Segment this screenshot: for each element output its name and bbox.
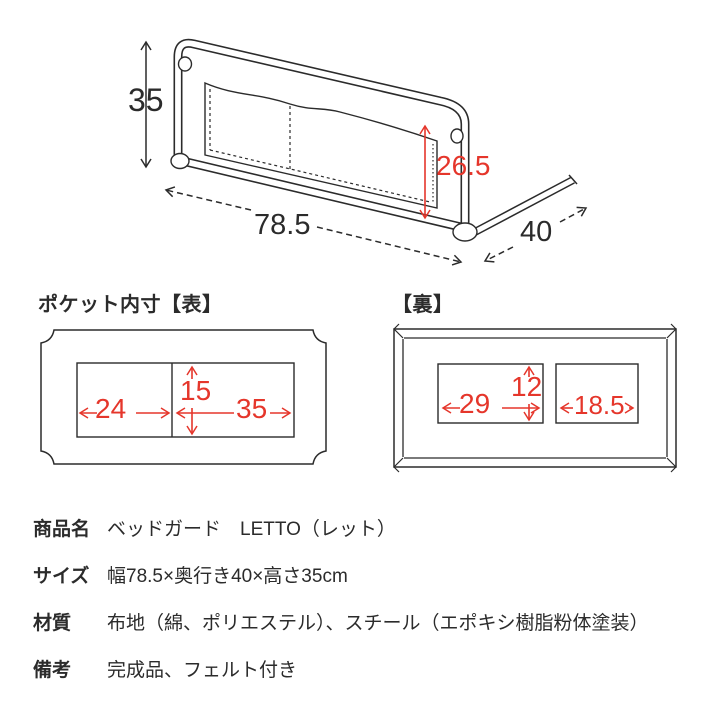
- front-left-width-label: 24: [95, 393, 127, 424]
- spec-value: 完成品、フェルト付き: [107, 660, 298, 681]
- spec-label: 材質: [33, 613, 72, 634]
- spec-row-material: 材質 布地（綿、ポリエステル）、スチール（エポキシ樹脂粉体塗装）: [33, 611, 693, 637]
- width-dimension-label: 78.5: [254, 209, 311, 241]
- spec-value: 幅78.5×奥行き40×高さ35cm: [107, 566, 348, 587]
- spec-label: サイズ: [33, 566, 90, 587]
- width-78-5-arrow: [164, 186, 463, 266]
- spec-label: 商品名: [33, 519, 91, 540]
- frame-fittings: [170, 56, 478, 242]
- front-right-width-label: 35: [236, 393, 268, 424]
- pocket-front-diagram: [40, 329, 327, 465]
- spec-value: ベッドガード LETTO（レット）: [107, 519, 396, 540]
- back-right-width-label: 18.5: [574, 390, 625, 420]
- pocket-front-title: ポケット内寸【表】: [38, 294, 223, 316]
- pocket-back-title: 【裏】: [392, 294, 454, 316]
- spec-row-product-name: 商品名 ベッドガード LETTO（レット）: [33, 517, 693, 543]
- pocket-depth-dimension-label: 26.5: [436, 150, 491, 181]
- spec-row-notes: 備考 完成品、フェルト付き: [33, 658, 693, 684]
- back-left-width-label: 29: [459, 388, 491, 419]
- fabric-panel: [204, 81, 438, 209]
- spec-row-size: サイズ 幅78.5×奥行き40×高さ35cm: [33, 564, 693, 590]
- height-dimension-label: 35: [128, 82, 164, 118]
- frame-tube: [173, 38, 470, 234]
- pocket-back-diagram: [393, 323, 677, 473]
- depth-40-arrow: [483, 206, 588, 263]
- back-height-label: 12: [511, 371, 543, 402]
- spec-value: 布地（綿、ポリエステル）、スチール（エポキシ樹脂粉体塗装）: [107, 613, 649, 634]
- spec-label: 備考: [33, 660, 72, 681]
- front-height-label: 15: [180, 375, 212, 406]
- bed-guard-drawing: [140, 38, 588, 266]
- depth-dimension-label: 40: [520, 216, 553, 248]
- floor-leg-bar: [471, 174, 578, 237]
